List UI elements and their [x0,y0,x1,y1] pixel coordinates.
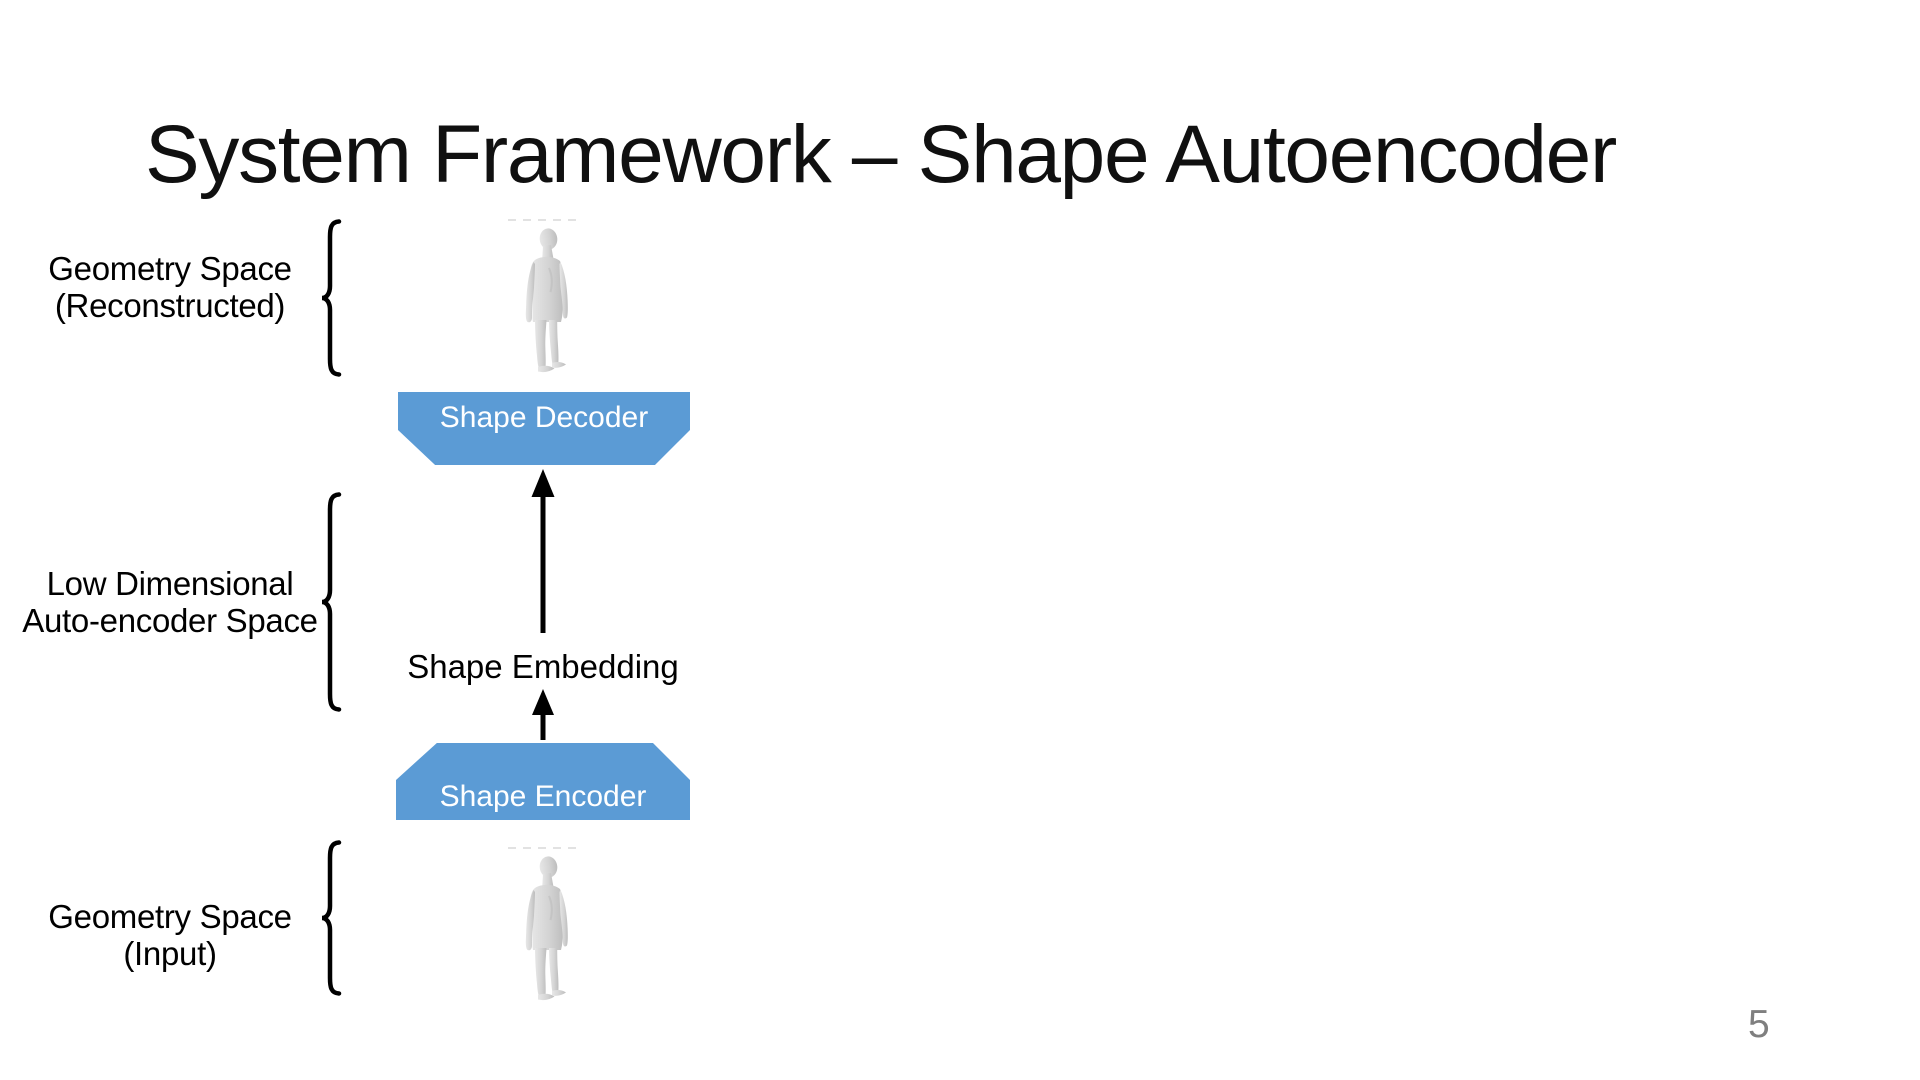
up-arrow-icon [531,469,555,633]
label-line: Geometry Space [48,898,292,935]
shape-decoder-box: Shape Decoder [398,392,690,465]
label-line: Geometry Space [48,250,292,287]
arrow-head [531,469,555,497]
curly-brace-icon [321,492,342,712]
arrow-head [532,689,554,715]
label-geometry-space-reconstructed: Geometry Space (Reconstructed) [0,250,340,324]
curly-brace-path [321,840,342,996]
label-line: (Input) [123,935,217,972]
curly-brace-path [321,492,342,712]
shape-encoder-label: Shape Encoder [439,779,647,813]
label-line: Low Dimensional [46,565,294,602]
curly-brace-icon [321,219,342,377]
slide-title: System Framework – Shape Autoencoder [145,109,1617,200]
shape-decoder-label: Shape Decoder [439,400,649,434]
label-line: Auto-encoder Space [22,602,318,639]
shape-encoder-box: Shape Encoder [396,743,690,820]
up-arrow-icon [532,689,554,740]
curly-brace-path [321,219,342,377]
label-geometry-space-input: Geometry Space (Input) [0,898,340,972]
label-low-dimensional-space: Low Dimensional Auto-encoder Space [0,565,340,639]
human-figure-reconstructed-icon [505,216,585,376]
human-figure-input-icon [505,844,585,1004]
shape-embedding-label: Shape Embedding [407,648,679,685]
curly-brace-icon [321,840,342,996]
page-number: 5 [1748,1003,1770,1046]
label-line: (Reconstructed) [54,287,286,324]
